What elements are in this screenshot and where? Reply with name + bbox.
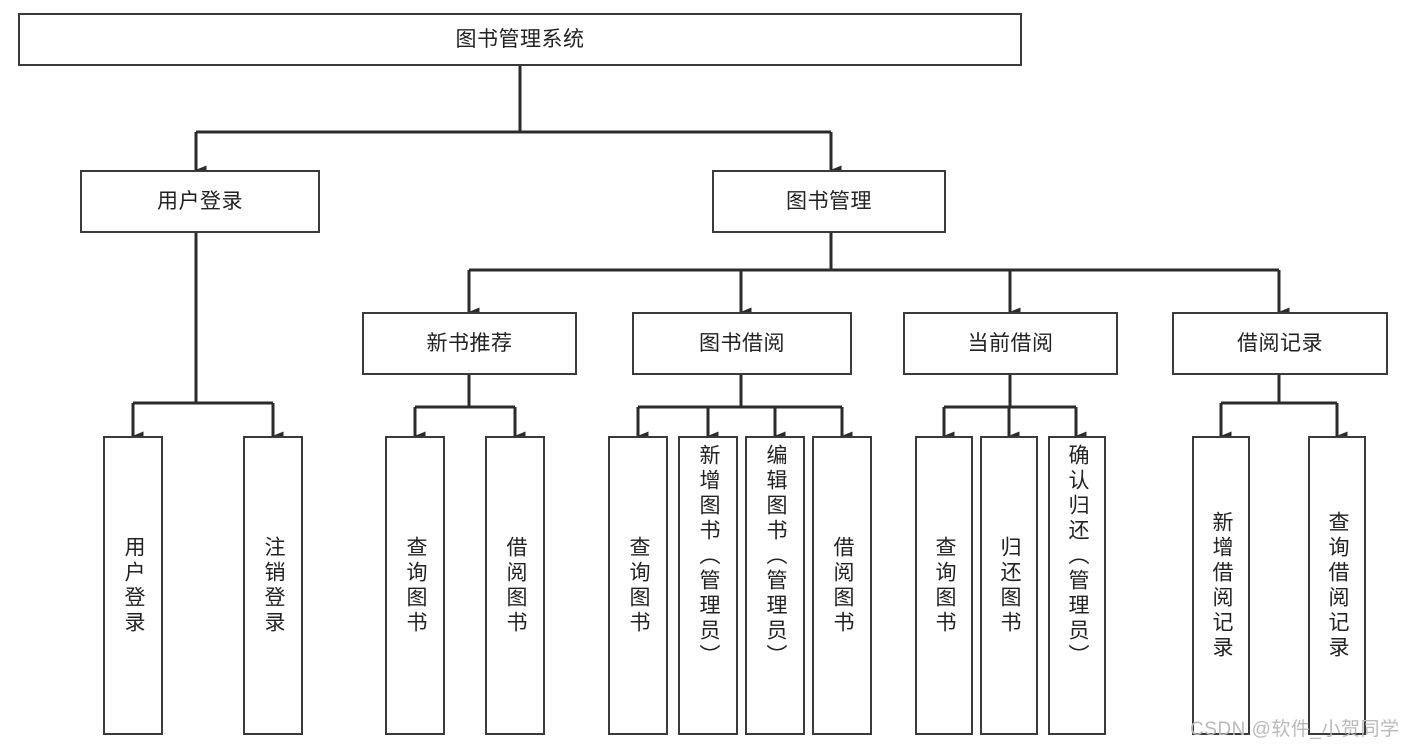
node-leaf-add-book-label: 新增图书（管理员）: [697, 444, 721, 669]
node-borrow-record[interactable]: 借阅记录: [1172, 312, 1388, 375]
node-root[interactable]: 图书管理系统: [18, 13, 1022, 66]
node-leaf-query-book-recommend[interactable]: 查询图书: [385, 436, 445, 735]
node-leaf-borrow-book[interactable]: 借阅图书: [812, 436, 872, 735]
node-borrow-record-label: 借阅记录: [1237, 331, 1323, 355]
node-leaf-query-borrow-record[interactable]: 查询借阅记录: [1308, 436, 1366, 735]
node-leaf-user-login-label: 用户登录: [122, 535, 146, 636]
node-root-label: 图书管理系统: [455, 27, 585, 51]
node-leaf-query-book-borrow[interactable]: 查询图书: [608, 436, 668, 735]
node-leaf-query-borrow-record-label: 查询借阅记录: [1326, 510, 1350, 661]
node-new-book-recommend-label: 新书推荐: [426, 331, 513, 355]
node-leaf-borrow-book-recommend-label: 借阅图书: [504, 535, 528, 636]
node-leaf-user-login[interactable]: 用户登录: [103, 436, 163, 735]
node-book-manage-label: 图书管理: [786, 189, 872, 213]
node-user-login[interactable]: 用户登录: [80, 170, 320, 233]
node-leaf-add-borrow-record[interactable]: 新增借阅记录: [1192, 436, 1250, 735]
node-leaf-add-book[interactable]: 新增图书（管理员）: [678, 436, 738, 735]
node-leaf-add-borrow-record-label: 新增借阅记录: [1210, 510, 1234, 661]
node-user-login-label: 用户登录: [157, 189, 243, 213]
node-leaf-confirm-return[interactable]: 确认归还（管理员）: [1048, 436, 1106, 735]
node-leaf-logout[interactable]: 注销登录: [243, 436, 303, 735]
node-leaf-query-book-borrow-label: 查询图书: [627, 535, 651, 636]
node-leaf-edit-book-label: 编辑图书（管理员）: [764, 444, 788, 669]
node-leaf-edit-book[interactable]: 编辑图书（管理员）: [745, 436, 805, 735]
node-new-book-recommend[interactable]: 新书推荐: [362, 312, 577, 375]
node-leaf-return-book[interactable]: 归还图书: [980, 436, 1038, 735]
node-book-borrow[interactable]: 图书借阅: [632, 312, 852, 375]
node-current-borrow-label: 当前借阅: [967, 331, 1054, 355]
node-leaf-borrow-book-label: 借阅图书: [831, 535, 855, 636]
node-leaf-borrow-book-recommend[interactable]: 借阅图书: [485, 436, 545, 735]
node-leaf-confirm-return-label: 确认归还（管理员）: [1066, 444, 1090, 669]
node-leaf-return-book-label: 归还图书: [998, 535, 1022, 636]
node-leaf-query-book-current-label: 查询图书: [933, 535, 957, 636]
node-leaf-logout-label: 注销登录: [262, 535, 286, 636]
node-leaf-query-book-current[interactable]: 查询图书: [915, 436, 973, 735]
node-book-borrow-label: 图书借阅: [699, 331, 785, 355]
node-book-manage[interactable]: 图书管理: [712, 170, 946, 233]
node-leaf-query-book-recommend-label: 查询图书: [404, 535, 428, 636]
node-current-borrow[interactable]: 当前借阅: [903, 312, 1118, 375]
